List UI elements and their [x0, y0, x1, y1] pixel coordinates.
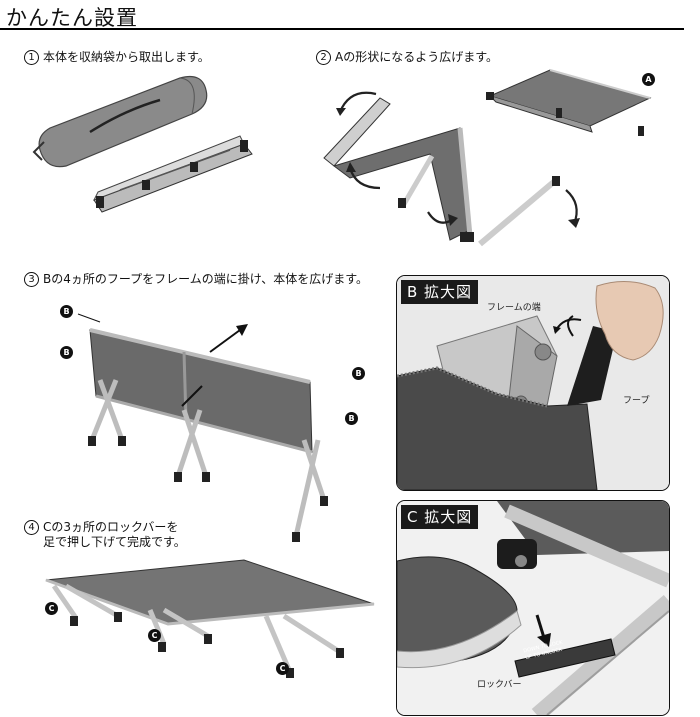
marker-b-2: B	[60, 346, 73, 359]
step-2-illustration	[323, 69, 652, 247]
step-3-number: 3	[24, 272, 39, 287]
step-1-text: 本体を収納袋から取出します。	[43, 50, 210, 64]
marker-b-1: B	[60, 305, 73, 318]
panel-c-photo	[397, 501, 669, 715]
step-4: 4 Cの3ヵ所のロックバーを 足で押し下げて完成です。	[24, 520, 186, 550]
marker-c-3: C	[276, 662, 289, 675]
panel-b-photo	[397, 276, 669, 490]
step-4-illustration	[45, 559, 375, 678]
step-2: 2 Aの形状になるよう広げます。	[316, 50, 498, 65]
step-2-number: 2	[316, 50, 331, 65]
step-3: 3 Bの4ヵ所のフープをフレームの端に掛け、本体を広げます。	[24, 272, 368, 287]
hoop-label: フープ	[623, 396, 650, 406]
marker-b-4: B	[345, 412, 358, 425]
panel-b-closeup: B 拡大図 フレームの端 フープ	[396, 275, 670, 491]
step-3-illustration	[77, 313, 328, 542]
step-3-text: Bの4ヵ所のフープをフレームの端に掛け、本体を広げます。	[43, 272, 368, 286]
step-1-illustration	[32, 75, 253, 213]
marker-a: A	[642, 73, 655, 86]
marker-c-1: C	[45, 602, 58, 615]
marker-c-2: C	[148, 629, 161, 642]
step-2-text: Aの形状になるよう広げます。	[335, 50, 499, 64]
step-1-number: 1	[24, 50, 39, 65]
frame-end-label: フレームの端	[487, 303, 541, 313]
title-underline	[0, 28, 684, 30]
step-1: 1 本体を収納袋から取出します。	[24, 50, 210, 65]
panel-c-closeup: C 拡大図 DOWN TO LOCK UP TO UNLOCK ロックバー	[396, 500, 670, 716]
step-4-text: Cの3ヵ所のロックバーを 足で押し下げて完成です。	[43, 520, 186, 549]
step-4-number: 4	[24, 520, 39, 535]
marker-b-3: B	[352, 367, 365, 380]
panel-c-heading: C 拡大図	[401, 505, 479, 529]
page-title: かんたん設置	[6, 6, 138, 30]
lockbar-label: ロックバー	[477, 680, 522, 690]
panel-b-heading: B 拡大図	[401, 280, 479, 304]
